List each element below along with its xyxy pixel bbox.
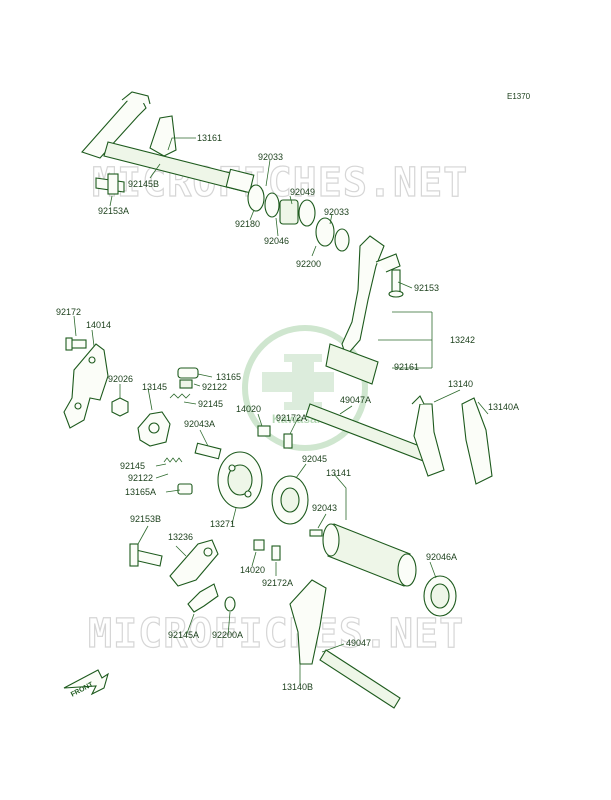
label-92046: 92046 [264, 236, 289, 246]
shift-pedal-13242 [325, 235, 401, 385]
diagram-code: E1370 [507, 92, 531, 101]
label-92033-b: 92033 [324, 207, 349, 217]
label-92145B: 92145B [128, 179, 159, 189]
leader-lines [73, 137, 489, 684]
bolt-92172A [283, 433, 293, 449]
label-13165: 13165 [216, 372, 241, 382]
spring-92145-b [163, 457, 183, 463]
bolt-92153A [95, 173, 125, 195]
bracket-14014 [63, 343, 109, 429]
label-92033-a: 92033 [258, 152, 283, 162]
shift-fork-13140B [289, 579, 327, 665]
label-92043: 92043 [312, 503, 337, 513]
bearing-92046A [423, 575, 457, 617]
washers-upper [247, 184, 350, 252]
bolt-92043A [194, 442, 222, 460]
bolt-92172A-b [271, 545, 281, 561]
shift-fork-13140A [461, 397, 493, 485]
label-92153: 92153 [414, 283, 439, 293]
label-92200: 92200 [296, 259, 321, 269]
shift-shaft-13161 [81, 91, 255, 194]
label-49047A: 49047A [340, 395, 371, 405]
bolt-14020b [253, 539, 265, 551]
pin-13165A [177, 483, 193, 495]
label-13140: 13140 [448, 379, 473, 389]
label-92161: 92161 [394, 362, 419, 372]
bolt-14020a [257, 425, 271, 437]
shift-drum-13141 [322, 523, 417, 587]
label-92122-a: 92122 [202, 382, 227, 392]
label-13140A: 13140A [488, 402, 519, 412]
watermark-bottom: MICROFICHES.NET [88, 611, 464, 657]
nut-92026 [111, 397, 129, 417]
label-92172A-a: 92172A [276, 413, 307, 423]
label-92200A: 92200A [212, 630, 243, 640]
lever-13236 [169, 539, 219, 587]
spring-92145 [169, 393, 191, 399]
label-13140B: 13140B [282, 682, 313, 692]
label-92180: 92180 [235, 219, 260, 229]
label-13242: 13242 [450, 335, 475, 345]
label-14014: 14014 [86, 320, 111, 330]
bolt-92172 [65, 337, 87, 351]
part-labels: 13161 92145B 92153A 92033 92049 92033 92… [56, 133, 519, 692]
drum-cam-13271 [217, 451, 263, 509]
label-92122-b: 92122 [128, 473, 153, 483]
label-13165A: 13165A [125, 487, 156, 497]
label-14020-b: 14020 [240, 565, 265, 575]
label-92026: 92026 [108, 374, 133, 384]
shift-rod-49047 [319, 649, 401, 709]
label-92043A: 92043A [184, 419, 215, 429]
label-92049: 92049 [290, 187, 315, 197]
shift-fork-13140 [411, 395, 445, 477]
washer-92200A [224, 596, 236, 612]
label-13145: 13145 [142, 382, 167, 392]
stopper-13145 [137, 411, 171, 447]
label-13236: 13236 [168, 532, 193, 542]
bolt-92153B [129, 543, 163, 567]
pin-92043 [309, 529, 323, 537]
label-49047: 49047 [346, 638, 371, 648]
label-92153A: 92153A [98, 206, 129, 216]
pin-13165 [177, 367, 199, 389]
label-92172A-b: 92172A [262, 578, 293, 588]
label-13141: 13141 [326, 468, 351, 478]
bolt-92153 [388, 269, 404, 298]
front-arrow-icon: FRONT [63, 669, 109, 699]
label-92145: 92145 [198, 399, 223, 409]
bearing-92045 [271, 475, 309, 525]
label-92145-b: 92145 [120, 461, 145, 471]
label-13161: 13161 [197, 133, 222, 143]
spring-92145A [187, 583, 219, 613]
label-92145A: 92145A [168, 630, 199, 640]
label-92172: 92172 [56, 307, 81, 317]
label-92046A: 92046A [426, 552, 457, 562]
label-92153B: 92153B [130, 514, 161, 524]
label-92045: 92045 [302, 454, 327, 464]
label-13271: 13271 [210, 519, 235, 529]
label-14020-a: 14020 [236, 404, 261, 414]
